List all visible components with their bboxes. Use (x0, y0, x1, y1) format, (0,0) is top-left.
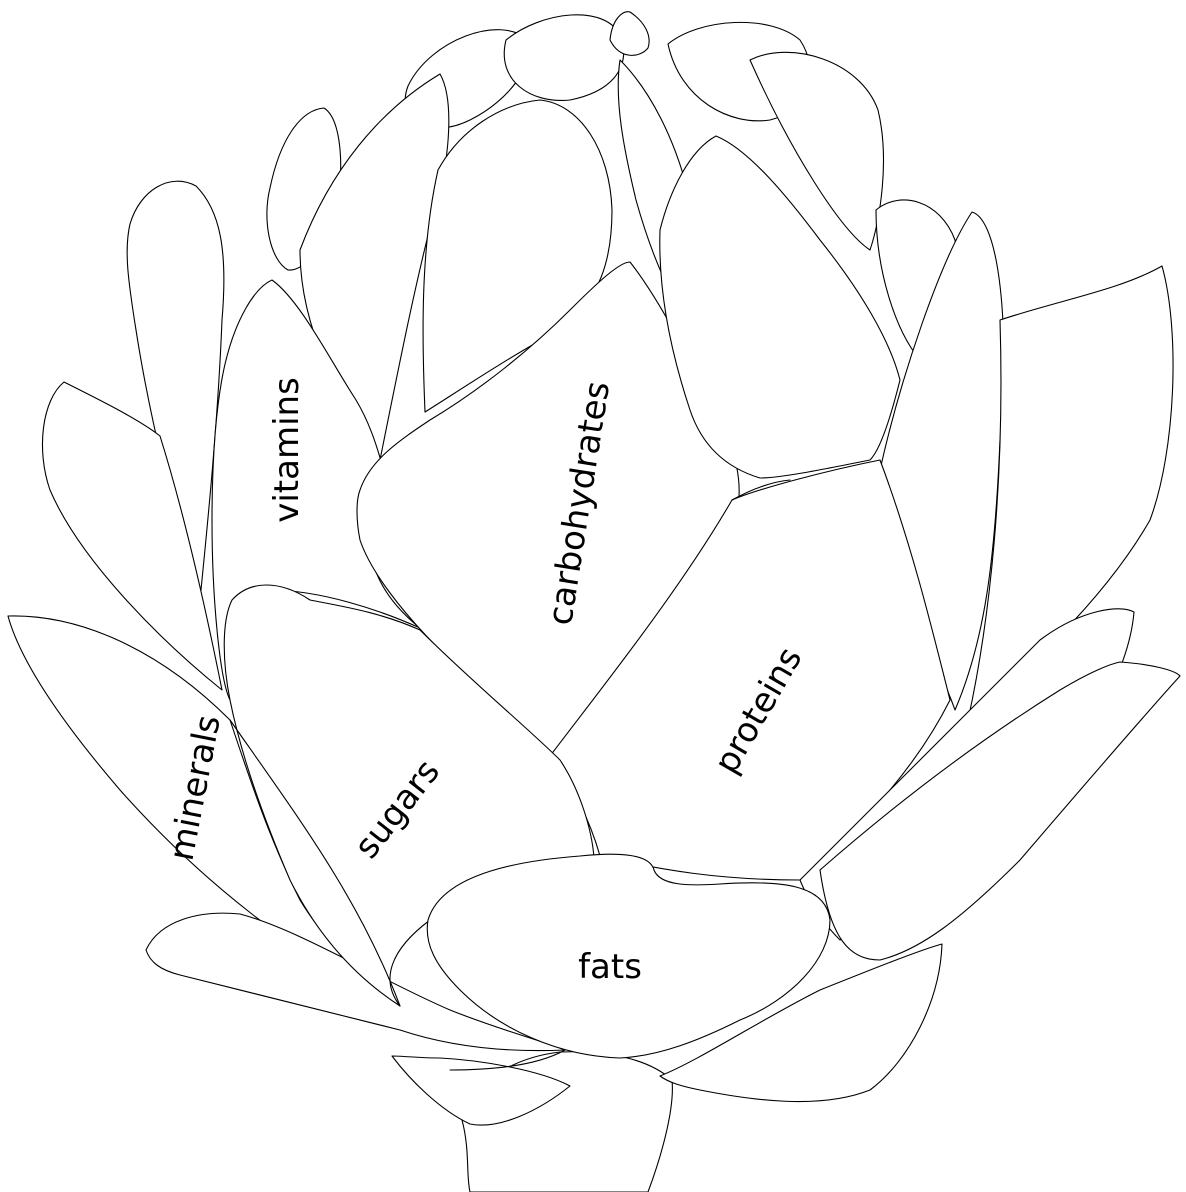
label-vitamins: vitamins (267, 377, 307, 523)
label-fats: fats (578, 947, 642, 987)
leaf-top-center-tip (610, 12, 649, 56)
leaf-top-center-a (504, 15, 624, 101)
